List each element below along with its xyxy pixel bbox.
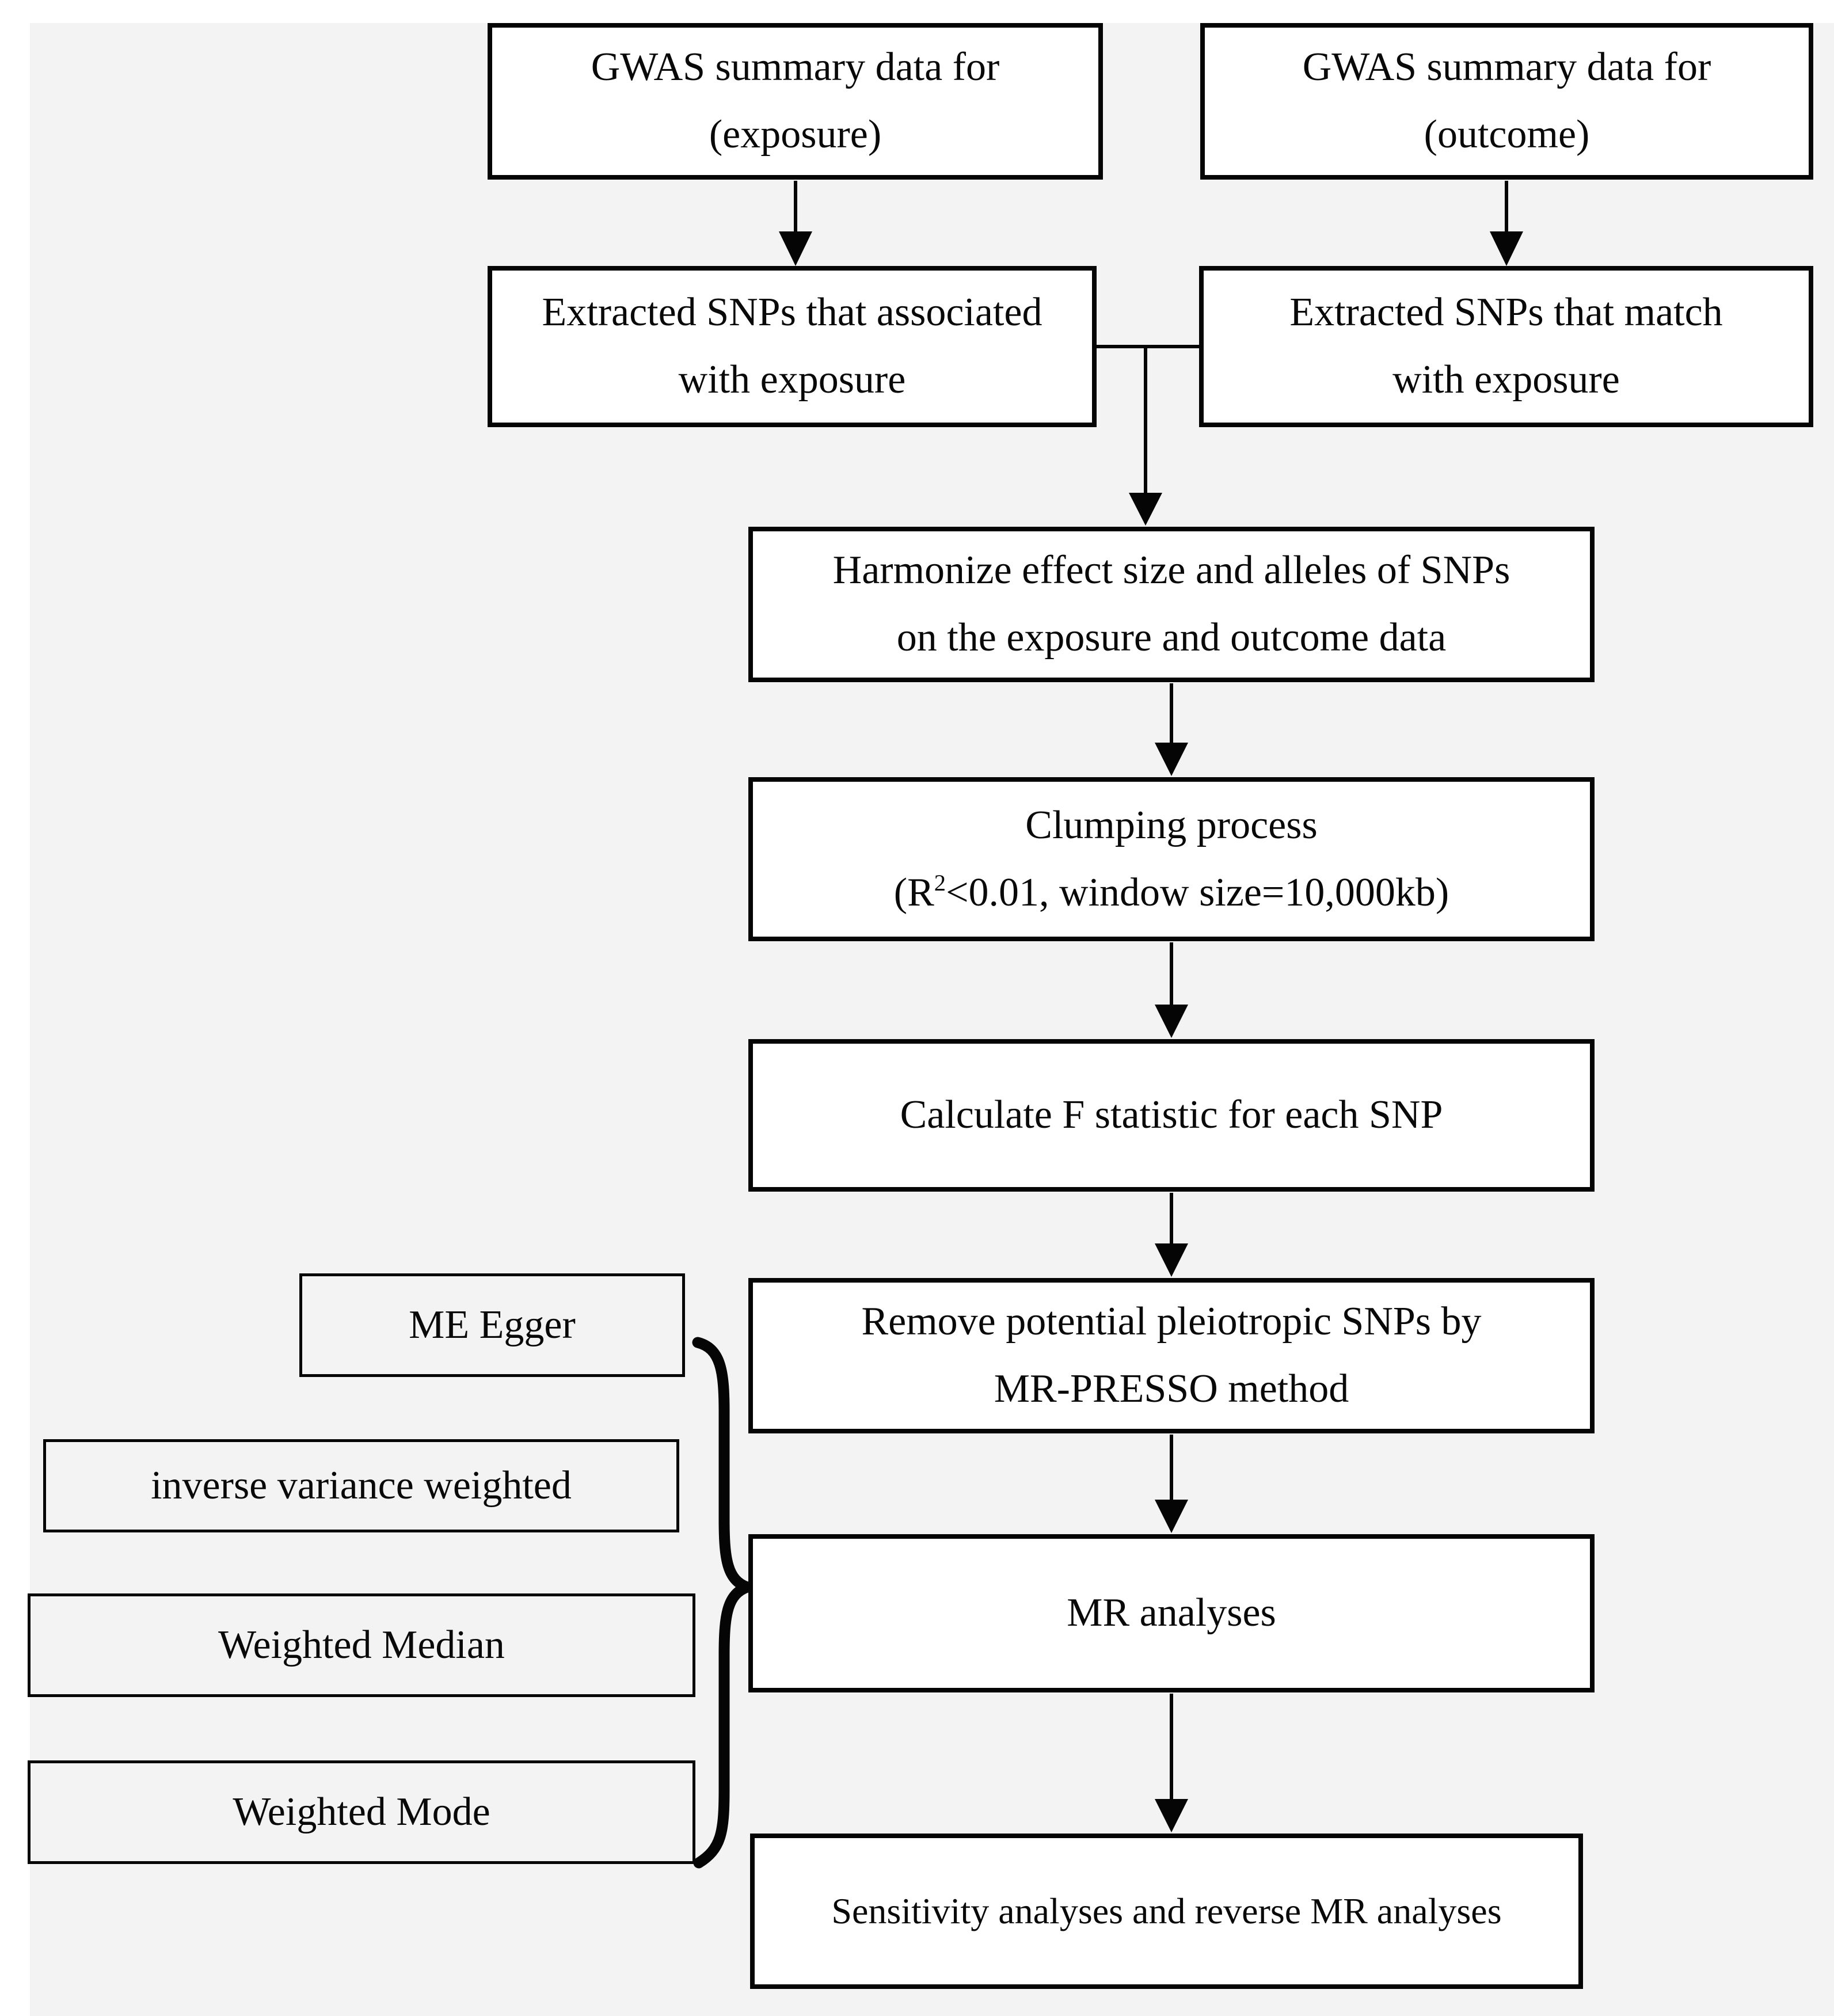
f-statistic-text: Calculate F statistic for each SNP (900, 1093, 1443, 1138)
sensitivity-box: Sensitivity analyses and reverse MR anal… (750, 1834, 1583, 1989)
superscript-2: 2 (934, 870, 946, 896)
gwas-outcome-box: GWAS summary data for (outcome) (1200, 23, 1813, 180)
method-weighted-median-box: Weighted Median (28, 1593, 695, 1697)
clumping-text-line1: Clumping process (1025, 802, 1318, 847)
mr-presso-box: Remove potential pleiotropic SNPs by MR-… (748, 1278, 1595, 1433)
extracted-exposure-text-line2: with exposure (678, 357, 906, 402)
method-weighted-median-label: Weighted Median (218, 1622, 505, 1667)
method-me-egger-label: ME Egger (409, 1302, 576, 1347)
mr-analyses-box: MR analyses (748, 1534, 1595, 1692)
harmonize-text-line2: on the exposure and outcome data (896, 615, 1447, 660)
method-me-egger-box: ME Egger (299, 1273, 685, 1377)
harmonize-box: Harmonize effect size and alleles of SNP… (748, 527, 1595, 682)
harmonize-text-line1: Harmonize effect size and alleles of SNP… (832, 548, 1510, 593)
gwas-outcome-text-line2: (outcome) (1424, 112, 1590, 157)
extracted-outcome-text-line1: Extracted SNPs that match (1289, 290, 1723, 335)
method-ivw-label: inverse variance weighted (151, 1463, 572, 1508)
extracted-outcome-box: Extracted SNPs that match with exposure (1199, 266, 1813, 427)
sensitivity-text: Sensitivity analyses and reverse MR anal… (831, 1890, 1502, 1931)
method-weighted-mode-box: Weighted Mode (28, 1760, 695, 1864)
extracted-exposure-text-line1: Extracted SNPs that associated (542, 290, 1042, 335)
method-weighted-mode-label: Weighted Mode (233, 1789, 490, 1834)
extracted-exposure-box: Extracted SNPs that associated with expo… (488, 266, 1097, 427)
mr-presso-text-line2: MR-PRESSO method (994, 1367, 1349, 1411)
f-statistic-box: Calculate F statistic for each SNP (748, 1039, 1595, 1192)
gwas-exposure-box: GWAS summary data for (exposure) (488, 23, 1103, 180)
extracted-outcome-text-line2: with exposure (1392, 357, 1620, 402)
clumping-text-line2: (R2<0.01, window size=10,000kb) (893, 870, 1449, 915)
clumping-box: Clumping process (R2<0.01, window size=1… (748, 777, 1595, 941)
method-ivw-box: inverse variance weighted (43, 1439, 679, 1532)
gwas-exposure-text-line1: GWAS summary data for (591, 45, 1000, 90)
mr-analyses-text: MR analyses (1067, 1591, 1276, 1635)
gwas-outcome-text-line1: GWAS summary data for (1302, 45, 1711, 90)
mr-presso-text-line1: Remove potential pleiotropic SNPs by (861, 1299, 1482, 1344)
gwas-exposure-text-line2: (exposure) (709, 112, 882, 157)
